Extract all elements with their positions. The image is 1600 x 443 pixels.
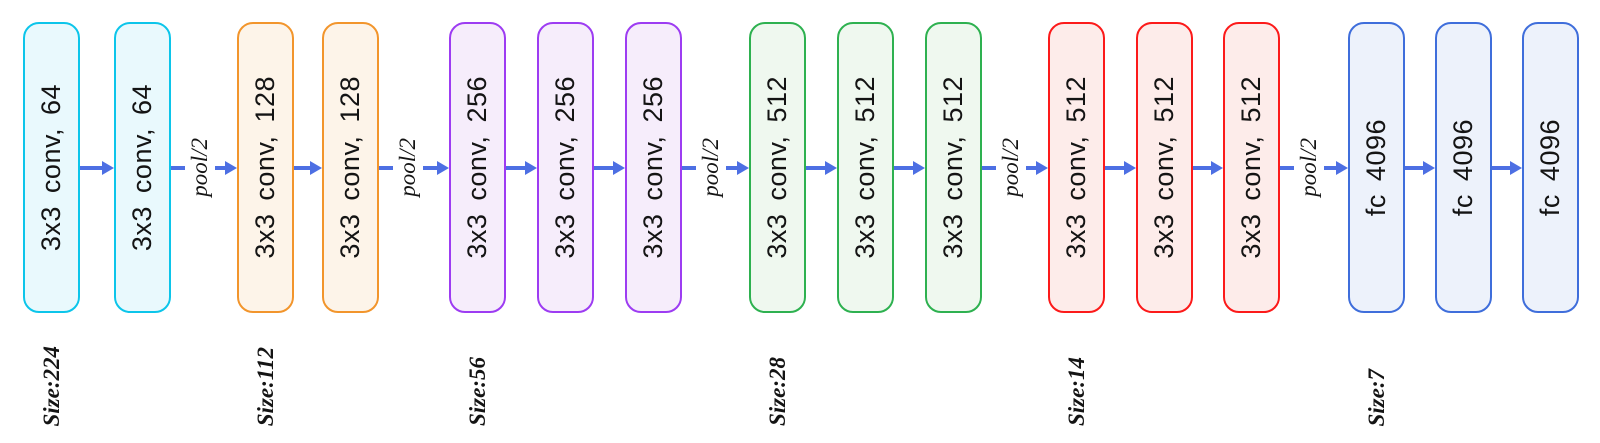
conv-block-128-1: 3x3 conv, 128 — [237, 22, 294, 313]
size-label-224: Size:224 — [39, 345, 64, 427]
arrow-line — [894, 166, 913, 170]
conv-block-label: 3x3 conv, 512 — [1236, 76, 1266, 259]
pool-connector: pool/2 — [1280, 22, 1348, 313]
arrow — [506, 160, 537, 176]
conv-block-512r-1: 3x3 conv, 512 — [1048, 22, 1105, 313]
fc-block-2: fc 4096 — [1435, 22, 1492, 313]
arrow-line — [1026, 165, 1036, 170]
arrow — [423, 160, 449, 176]
arrow-line — [1324, 165, 1336, 170]
conv-block-label: 3x3 conv, 128 — [335, 76, 365, 259]
arrow — [1324, 160, 1348, 176]
pool-label: pool/2 — [395, 138, 420, 197]
arrow-head-icon — [225, 160, 237, 175]
conv-block-64-1: 3x3 conv, 64 — [23, 22, 80, 313]
arrow — [294, 160, 322, 176]
conv-block-label: 3x3 conv, 512 — [762, 76, 792, 259]
arrow-line — [1193, 166, 1211, 170]
arrow-line — [423, 165, 437, 170]
conv-block-64-2: 3x3 conv, 64 — [114, 22, 171, 313]
conv-block-label: 3x3 conv, 256 — [550, 76, 580, 259]
arrow-head-icon — [1211, 161, 1223, 175]
conv-block-512g-1: 3x3 conv, 512 — [749, 22, 806, 313]
size-label-56: Size:56 — [465, 357, 490, 426]
conv-block-label: 3x3 conv, 64 — [36, 83, 66, 252]
fc-block-label: fc 4096 — [1448, 118, 1478, 217]
conv-block-label: 3x3 conv, 256 — [638, 76, 668, 259]
arrow-line — [379, 165, 393, 170]
pool-label: pool/2 — [187, 138, 212, 197]
arrow-head-icon — [1510, 161, 1522, 175]
fc-block-label: fc 4096 — [1535, 118, 1565, 217]
pool-connector: pool/2 — [379, 22, 449, 313]
fc-block-label: fc 4096 — [1361, 118, 1391, 217]
arrow-line — [215, 165, 225, 170]
arrow-line — [294, 166, 310, 170]
pool-connector: pool/2 — [982, 22, 1048, 313]
arrow-head-icon — [613, 161, 625, 175]
size-label-7: Size:7 — [1364, 368, 1389, 427]
arrow-line — [80, 166, 102, 170]
arrow — [1026, 160, 1048, 176]
arrow-head-icon — [737, 160, 749, 175]
conv-block-label: 3x3 conv, 128 — [250, 76, 280, 259]
arrow — [1193, 160, 1223, 176]
arrow-head-icon — [525, 161, 537, 175]
arrow-head-icon — [913, 161, 925, 175]
arrow-line — [1105, 166, 1124, 170]
conv-block-label: 3x3 conv, 256 — [462, 76, 492, 259]
conv-block-256-3: 3x3 conv, 256 — [625, 22, 682, 313]
arrow — [594, 160, 625, 176]
arrow — [806, 160, 837, 176]
arrow-head-icon — [825, 161, 837, 175]
arrow-head-icon — [1036, 160, 1048, 175]
conv-block-label: 3x3 conv, 512 — [850, 76, 880, 259]
conv-block-512g-3: 3x3 conv, 512 — [925, 22, 982, 313]
size-label-112: Size:112 — [253, 346, 278, 426]
arrow-line — [806, 166, 825, 170]
conv-block-512r-2: 3x3 conv, 512 — [1136, 22, 1193, 313]
conv-block-label: 3x3 conv, 512 — [1061, 76, 1091, 259]
arrow-line — [506, 166, 525, 170]
conv-block-512g-2: 3x3 conv, 512 — [837, 22, 894, 313]
size-label-28: Size:28 — [765, 357, 790, 426]
arrow-head-icon — [1124, 161, 1136, 175]
arrow — [1492, 160, 1522, 176]
pool-label: pool/2 — [698, 138, 723, 197]
fc-block-3: fc 4096 — [1522, 22, 1579, 313]
arrow-head-icon — [310, 161, 322, 175]
conv-block-label: 3x3 conv, 512 — [1149, 76, 1179, 259]
arrow-line — [682, 165, 696, 170]
arrow-head-icon — [1423, 161, 1435, 175]
arrow-line — [1280, 165, 1294, 170]
conv-block-512r-3: 3x3 conv, 512 — [1223, 22, 1280, 313]
arrow — [215, 160, 237, 176]
fc-block-1: fc 4096 — [1348, 22, 1405, 313]
arrow — [1405, 160, 1435, 176]
pool-label: pool/2 — [1296, 138, 1321, 197]
arrow-head-icon — [102, 161, 114, 175]
arrow-line — [594, 166, 613, 170]
arrow — [80, 160, 114, 176]
arrow — [726, 160, 749, 176]
arrow-head-icon — [1336, 160, 1348, 175]
pool-connector: pool/2 — [171, 22, 237, 313]
conv-block-label: 3x3 conv, 512 — [938, 76, 968, 259]
arrow-line — [1492, 166, 1510, 170]
conv-block-256-2: 3x3 conv, 256 — [537, 22, 594, 313]
arrow-line — [982, 165, 996, 170]
conv-block-128-2: 3x3 conv, 128 — [322, 22, 379, 313]
arrow-line — [171, 165, 185, 170]
arrow-line — [726, 165, 737, 170]
size-label-14: Size:14 — [1064, 357, 1089, 426]
arrow-head-icon — [437, 160, 449, 175]
pool-label: pool/2 — [998, 138, 1023, 197]
arrow — [1105, 160, 1136, 176]
conv-block-label: 3x3 conv, 64 — [127, 83, 157, 252]
conv-block-256-1: 3x3 conv, 256 — [449, 22, 506, 313]
arrow-line — [1405, 166, 1423, 170]
pool-connector: pool/2 — [682, 22, 749, 313]
arrow — [894, 160, 925, 176]
